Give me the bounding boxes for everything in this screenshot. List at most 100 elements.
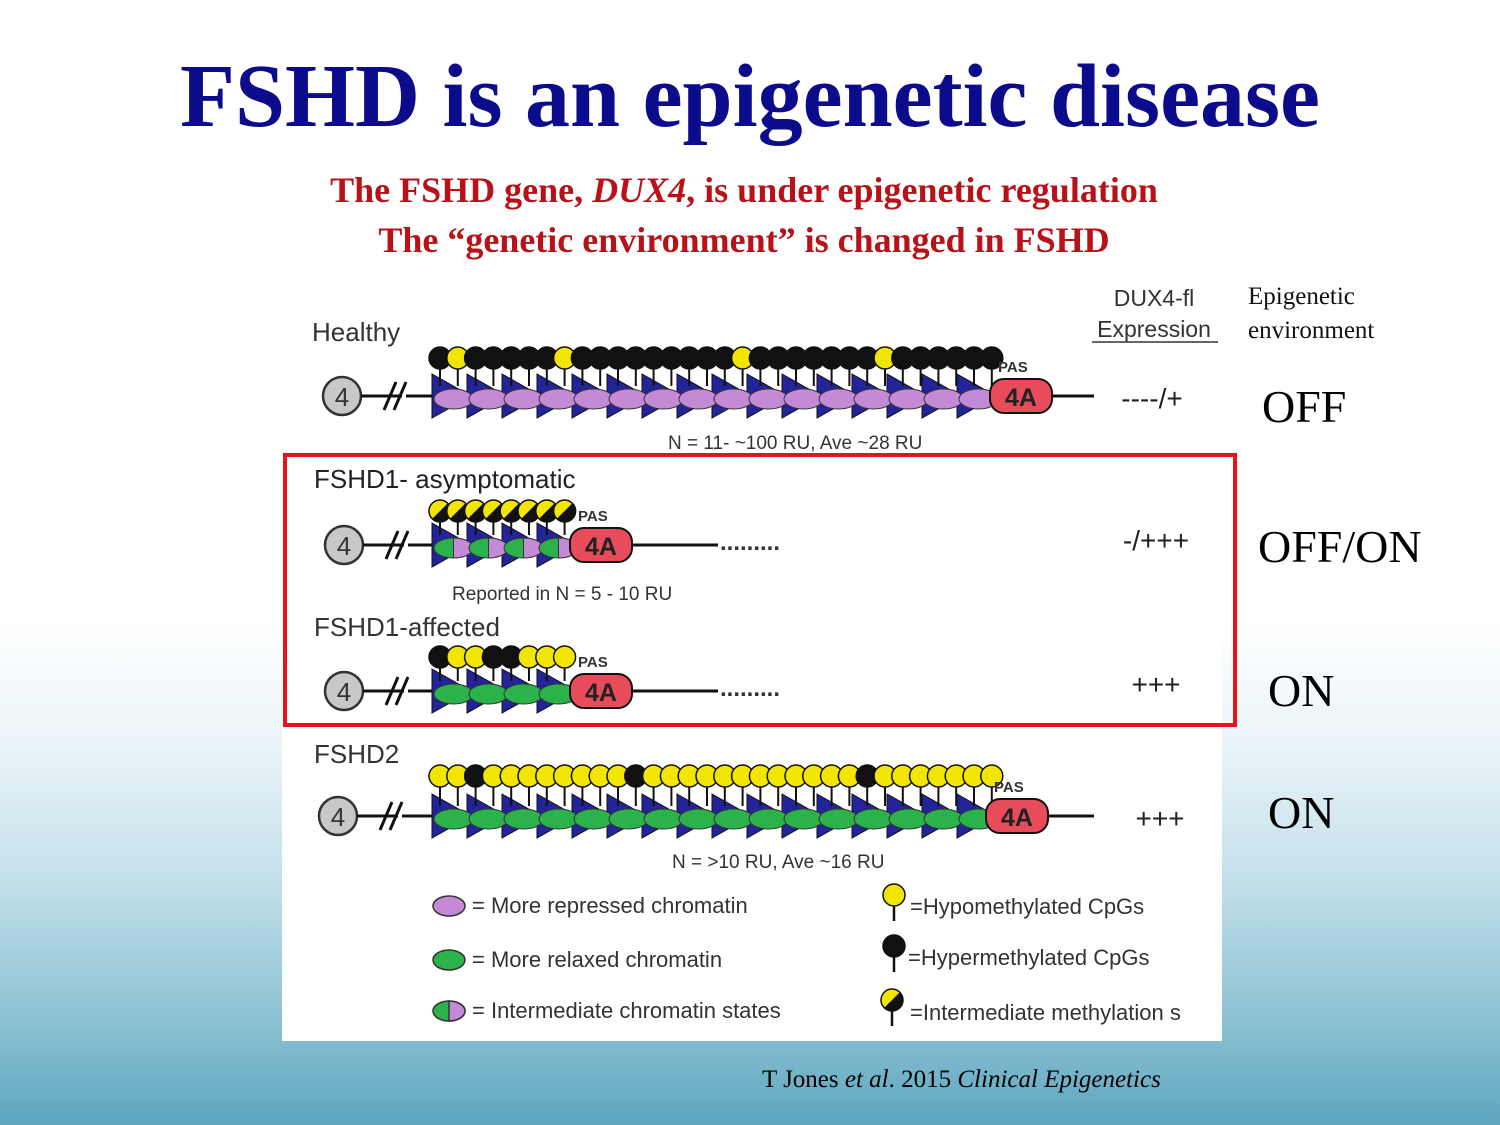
chromatin-ellipse <box>608 388 649 410</box>
break-mark <box>382 381 398 411</box>
chromatin-ellipse <box>748 388 789 410</box>
intermediate-methylation-dot <box>481 499 506 523</box>
allele-4a-label: 4A <box>1005 384 1037 412</box>
repeat-note-healthy: N = 11- ~100 RU, Ave ~28 RU <box>668 433 922 454</box>
chromatin-ellipse <box>468 683 509 705</box>
cpg-black-half <box>467 503 487 523</box>
legend-hypermethylated-icon <box>882 934 906 972</box>
fshd1-highlight-box <box>283 453 1237 727</box>
hypermethylated-cpg-dot <box>980 346 1004 370</box>
pas-label: PAS <box>578 654 608 671</box>
chromatin-ellipse <box>818 388 859 410</box>
legend-hypermethylated-text: =Hypermethylated CpGs <box>908 945 1150 970</box>
break-mark <box>394 530 410 560</box>
epigenetic-header-line2: environment <box>1248 317 1375 344</box>
repeat-note-fshd2: N = >10 RU, Ave ~16 RU <box>672 852 884 873</box>
chromosome-4-label: 4 <box>337 531 351 561</box>
break-mark <box>388 801 404 831</box>
intermediate-methylation-dot <box>463 499 488 523</box>
chromatin-ellipse <box>713 808 754 830</box>
legend-intermediate-purple <box>448 1000 466 1022</box>
chromatin-ellipse <box>503 808 544 830</box>
figure-panel <box>282 298 1222 1041</box>
chromatin-ellipse <box>573 808 614 830</box>
expression-header-line2: Expression <box>1097 316 1211 342</box>
chromatin-ellipse <box>818 808 859 830</box>
hypomethylated-cpg-dot <box>552 645 577 669</box>
allele-4a-label: 4A <box>585 533 617 561</box>
row-label-healthy: Healthy <box>312 317 400 347</box>
citation: T Jones et al. 2015 Clinical Epigenetics <box>762 1066 1161 1094</box>
chromatin-ellipse <box>468 388 509 410</box>
expression-header-line1: DUX4-fl <box>1114 285 1195 311</box>
legend-relaxed-text: = More relaxed chromatin <box>472 947 722 972</box>
cpg-black-half <box>556 503 576 523</box>
break-mark <box>378 801 394 831</box>
chromatin-ellipse <box>888 808 929 830</box>
chromatin-ellipse <box>503 683 544 705</box>
epigenetic-header-line1: Epigenetic <box>1248 283 1355 310</box>
env-state-fshd2: ON <box>1268 787 1335 838</box>
legend-hypomethylated-icon <box>882 883 906 921</box>
intermediate-chromatin-ellipse <box>503 537 544 559</box>
break-mark <box>384 676 400 706</box>
subtitle-gene: The FSHD gene, DUX4, is under epigenetic… <box>0 172 1488 208</box>
intermediate-methylation-dot <box>517 499 541 523</box>
subtitle-gene-name: DUX4 <box>592 170 687 210</box>
intermediate-methylation-dot <box>499 499 523 523</box>
chromatin-ellipse <box>433 683 474 705</box>
chromatin-ellipse <box>713 388 754 410</box>
legend-repressed-swatch <box>432 895 466 917</box>
chromatin-ellipse <box>923 388 964 410</box>
chromatin-ellipse <box>748 808 789 830</box>
chromatin-ellipse <box>853 388 894 410</box>
intermediate-methylation-dot <box>428 499 452 523</box>
legend-relaxed-swatch <box>432 949 466 971</box>
row-label-fshd1-affected: FSHD1-affected <box>314 612 500 642</box>
cpg-black-half <box>485 503 505 523</box>
citation-author: T Jones <box>762 1066 845 1093</box>
expression-fshd1-affected: +++ <box>1131 669 1180 700</box>
chromatin-ellipse <box>503 388 544 410</box>
pas-label: PAS <box>578 508 608 525</box>
legend-pin-head <box>882 934 906 958</box>
legend-pin-head <box>882 883 906 907</box>
env-state-healthy: OFF <box>1262 381 1347 432</box>
legend-hypomethylated-text: =Hypomethylated CpGs <box>910 894 1144 919</box>
distal-dotted-line: ......... <box>720 675 780 702</box>
pas-label: PAS <box>994 779 1024 796</box>
allele-4a-label: 4A <box>1001 804 1033 832</box>
cpg-black-half <box>538 503 559 523</box>
break-mark <box>392 381 408 411</box>
chromatin-ellipse <box>433 388 474 410</box>
env-state-fshd1-asymptomatic: OFF/ON <box>1258 521 1422 572</box>
chromatin-ellipse <box>643 388 684 410</box>
chromatin-ellipse <box>923 808 964 830</box>
chromatin-ellipse <box>853 808 894 830</box>
intermediate-chromatin-ellipse <box>468 537 509 559</box>
slide-title: FSHD is an epigenetic disease <box>180 47 1320 146</box>
legend-pin-black <box>884 992 904 1012</box>
chromosome-4-label: 4 <box>331 802 345 832</box>
intermediate-methylation-dot <box>446 499 470 523</box>
cpg-black-half <box>432 503 452 523</box>
expression-fshd2: +++ <box>1135 803 1184 834</box>
legend-intermediate-swatch <box>432 1000 466 1022</box>
intermediate-methylation-dot <box>552 499 577 523</box>
chromatin-ellipse <box>643 808 684 830</box>
chromatin-ellipse <box>608 808 649 830</box>
legend-intermediate-text: = Intermediate chromatin states <box>472 998 781 1023</box>
legend-repressed-text: = More repressed chromatin <box>472 893 748 918</box>
hypomethylated-cpg-dot <box>980 764 1004 788</box>
legend-intermediate-methylation-icon <box>880 988 904 1026</box>
chromosome-4-label: 4 <box>335 382 349 412</box>
break-mark <box>394 676 410 706</box>
chromatin-ellipse <box>678 808 719 830</box>
chromatin-ellipse <box>573 388 614 410</box>
legend-intermediate-methylation-text: =Intermediate methylation s <box>910 1000 1181 1025</box>
break-mark <box>384 530 400 560</box>
chromatin-ellipse <box>538 808 579 830</box>
pas-label: PAS <box>998 359 1028 376</box>
subtitle-gene-post: , is under epigenetic regulation <box>686 170 1158 210</box>
